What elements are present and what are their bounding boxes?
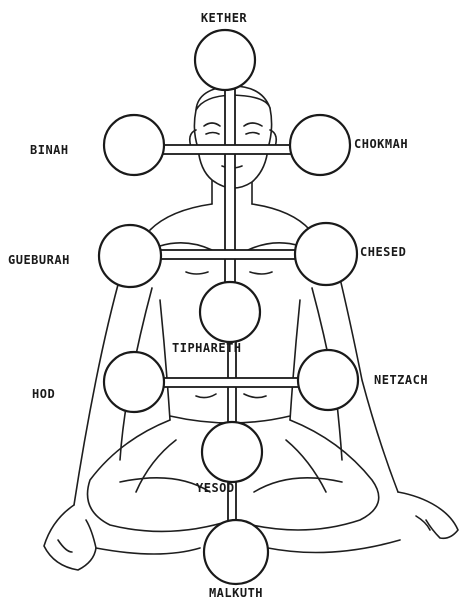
label-chesed: CHESED	[360, 245, 406, 259]
sphere-malkuth	[204, 520, 268, 584]
sphere-kether	[195, 30, 255, 90]
sphere-yesod	[202, 422, 262, 482]
label-yesod: YESOD	[196, 481, 235, 495]
label-hod: HOD	[32, 387, 55, 401]
sphere-binah	[104, 115, 164, 175]
path-hod-netzach	[160, 378, 302, 387]
label-chokmah: CHOKMAH	[354, 137, 408, 151]
path-geburah-chesed	[158, 250, 300, 259]
sphere-hod	[104, 352, 164, 412]
sphere-tiphareth	[200, 282, 260, 342]
label-binah: BINAH	[30, 143, 69, 157]
sphere-chokmah	[290, 115, 350, 175]
label-kether: KETHER	[201, 11, 248, 25]
sphere-netzach	[298, 350, 358, 410]
label-tiphareth: TIPHARETH	[172, 341, 242, 355]
path-binah-chokmah	[160, 145, 300, 154]
label-malkuth: MALKUTH	[209, 586, 263, 600]
label-netzach: NETZACH	[374, 373, 428, 387]
sphere-geburah	[99, 225, 161, 287]
sphere-chesed	[295, 223, 357, 285]
label-geburah: GUEBURAH	[8, 253, 70, 267]
